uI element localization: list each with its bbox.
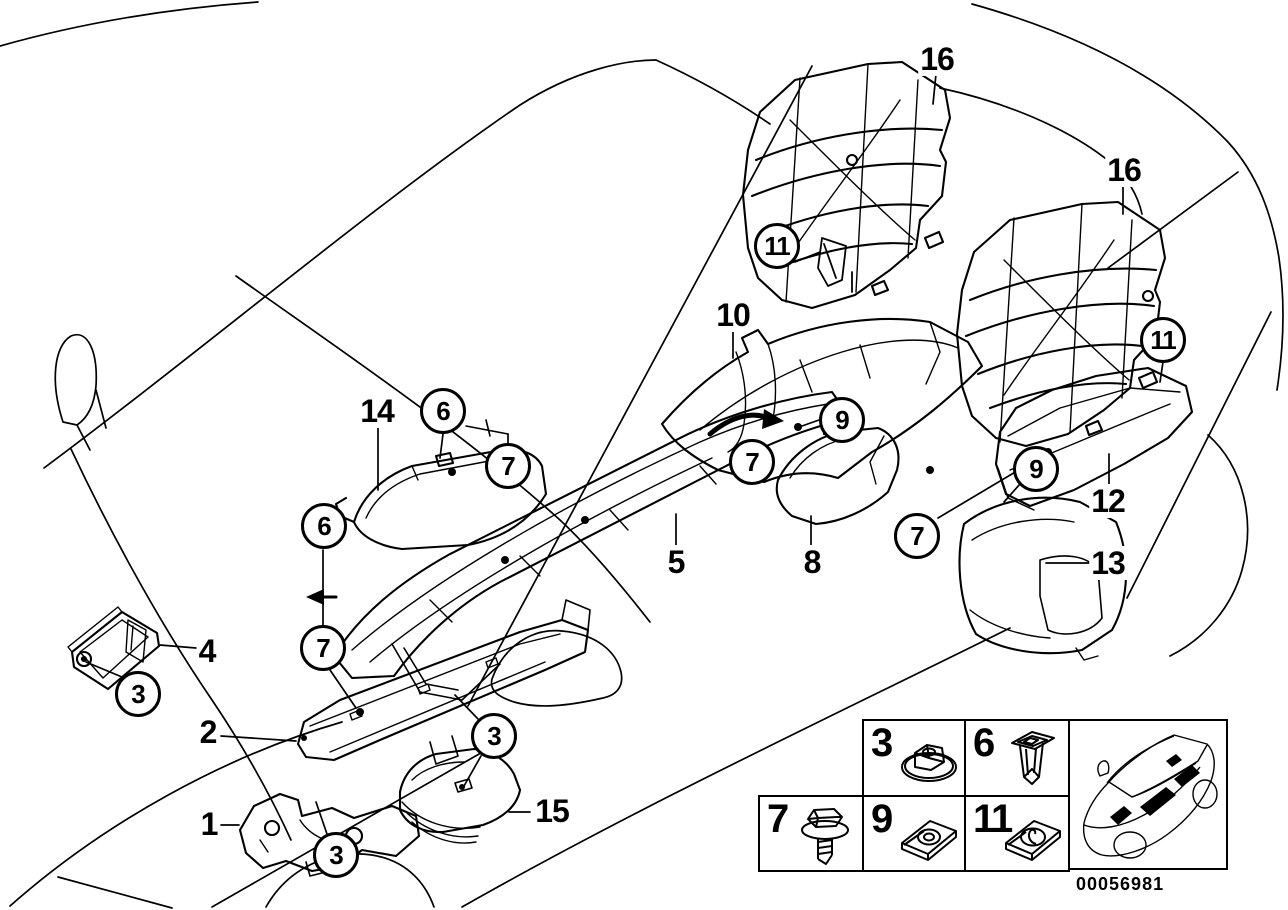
legend-number-9: 9 [871, 797, 893, 841]
side-mirror-outline [54, 333, 98, 426]
car-inset [1068, 719, 1228, 870]
hex-screw-washer-icon [801, 808, 849, 865]
callout-7b[interactable]: 7 [729, 439, 775, 485]
part-label-15[interactable]: 15 [533, 793, 571, 829]
part-label-10[interactable]: 10 [714, 297, 752, 333]
part-13-wheel-arch-cover [958, 496, 1128, 661]
part-label-4[interactable]: 4 [196, 633, 218, 669]
part-16b-heat-shield [955, 200, 1167, 448]
hex-nut-washer-icon [901, 744, 957, 782]
callout-11a[interactable]: 11 [754, 223, 800, 269]
part-label-16a[interactable]: 16 [918, 41, 956, 77]
direction-arrows [306, 409, 784, 605]
legend-number-3: 3 [871, 721, 893, 765]
callout-3c[interactable]: 3 [313, 832, 359, 878]
document-number: 00056981 [1076, 874, 1165, 894]
callout-9a[interactable]: 9 [819, 397, 865, 443]
callout-7a[interactable]: 7 [485, 443, 531, 489]
leader-lines [85, 73, 1164, 835]
part-label-1[interactable]: 1 [198, 806, 220, 842]
part-label-12[interactable]: 12 [1089, 483, 1127, 519]
callout-6b[interactable]: 6 [301, 503, 347, 549]
mount-cone-detail [817, 237, 853, 293]
legend-item-6[interactable]: 6 [964, 719, 1070, 797]
part-15-heat-shield [398, 747, 522, 844]
callout-9b[interactable]: 9 [1013, 446, 1059, 492]
callout-6a[interactable]: 6 [420, 388, 466, 434]
part-label-2[interactable]: 2 [197, 714, 219, 750]
expansion-rivet-icon [1011, 731, 1055, 785]
callout-7c[interactable]: 7 [894, 513, 940, 559]
part-label-8[interactable]: 8 [801, 544, 823, 580]
part-10-floor-insulation [660, 317, 984, 484]
clip-nut-icon [901, 820, 957, 861]
callout-3a[interactable]: 3 [115, 671, 161, 717]
legend-item-9[interactable]: 9 [862, 795, 966, 872]
legend-number-7: 7 [767, 797, 789, 841]
callout-11b[interactable]: 11 [1140, 317, 1186, 363]
part-label-14[interactable]: 14 [358, 393, 396, 429]
part-4-insulation-plate [67, 606, 161, 691]
part-2-sill-insulation [296, 599, 591, 765]
part-16a-heat-shield [741, 60, 952, 310]
part-label-16b[interactable]: 16 [1105, 152, 1143, 188]
legend-item-7[interactable]: 7 [758, 795, 864, 872]
part-label-5[interactable]: 5 [665, 544, 687, 580]
clip-nut-slotted-icon [1005, 820, 1061, 861]
car-location-thumbnail [1082, 734, 1218, 859]
legend-item-11[interactable]: 11 [964, 795, 1070, 872]
callout-3b[interactable]: 3 [471, 713, 517, 759]
part-label-13[interactable]: 13 [1089, 545, 1127, 581]
legend-number-11: 11 [973, 797, 1013, 841]
legend-item-3[interactable]: 3 [862, 719, 966, 797]
callout-7d[interactable]: 7 [300, 625, 346, 671]
legend-number-6: 6 [973, 721, 995, 765]
